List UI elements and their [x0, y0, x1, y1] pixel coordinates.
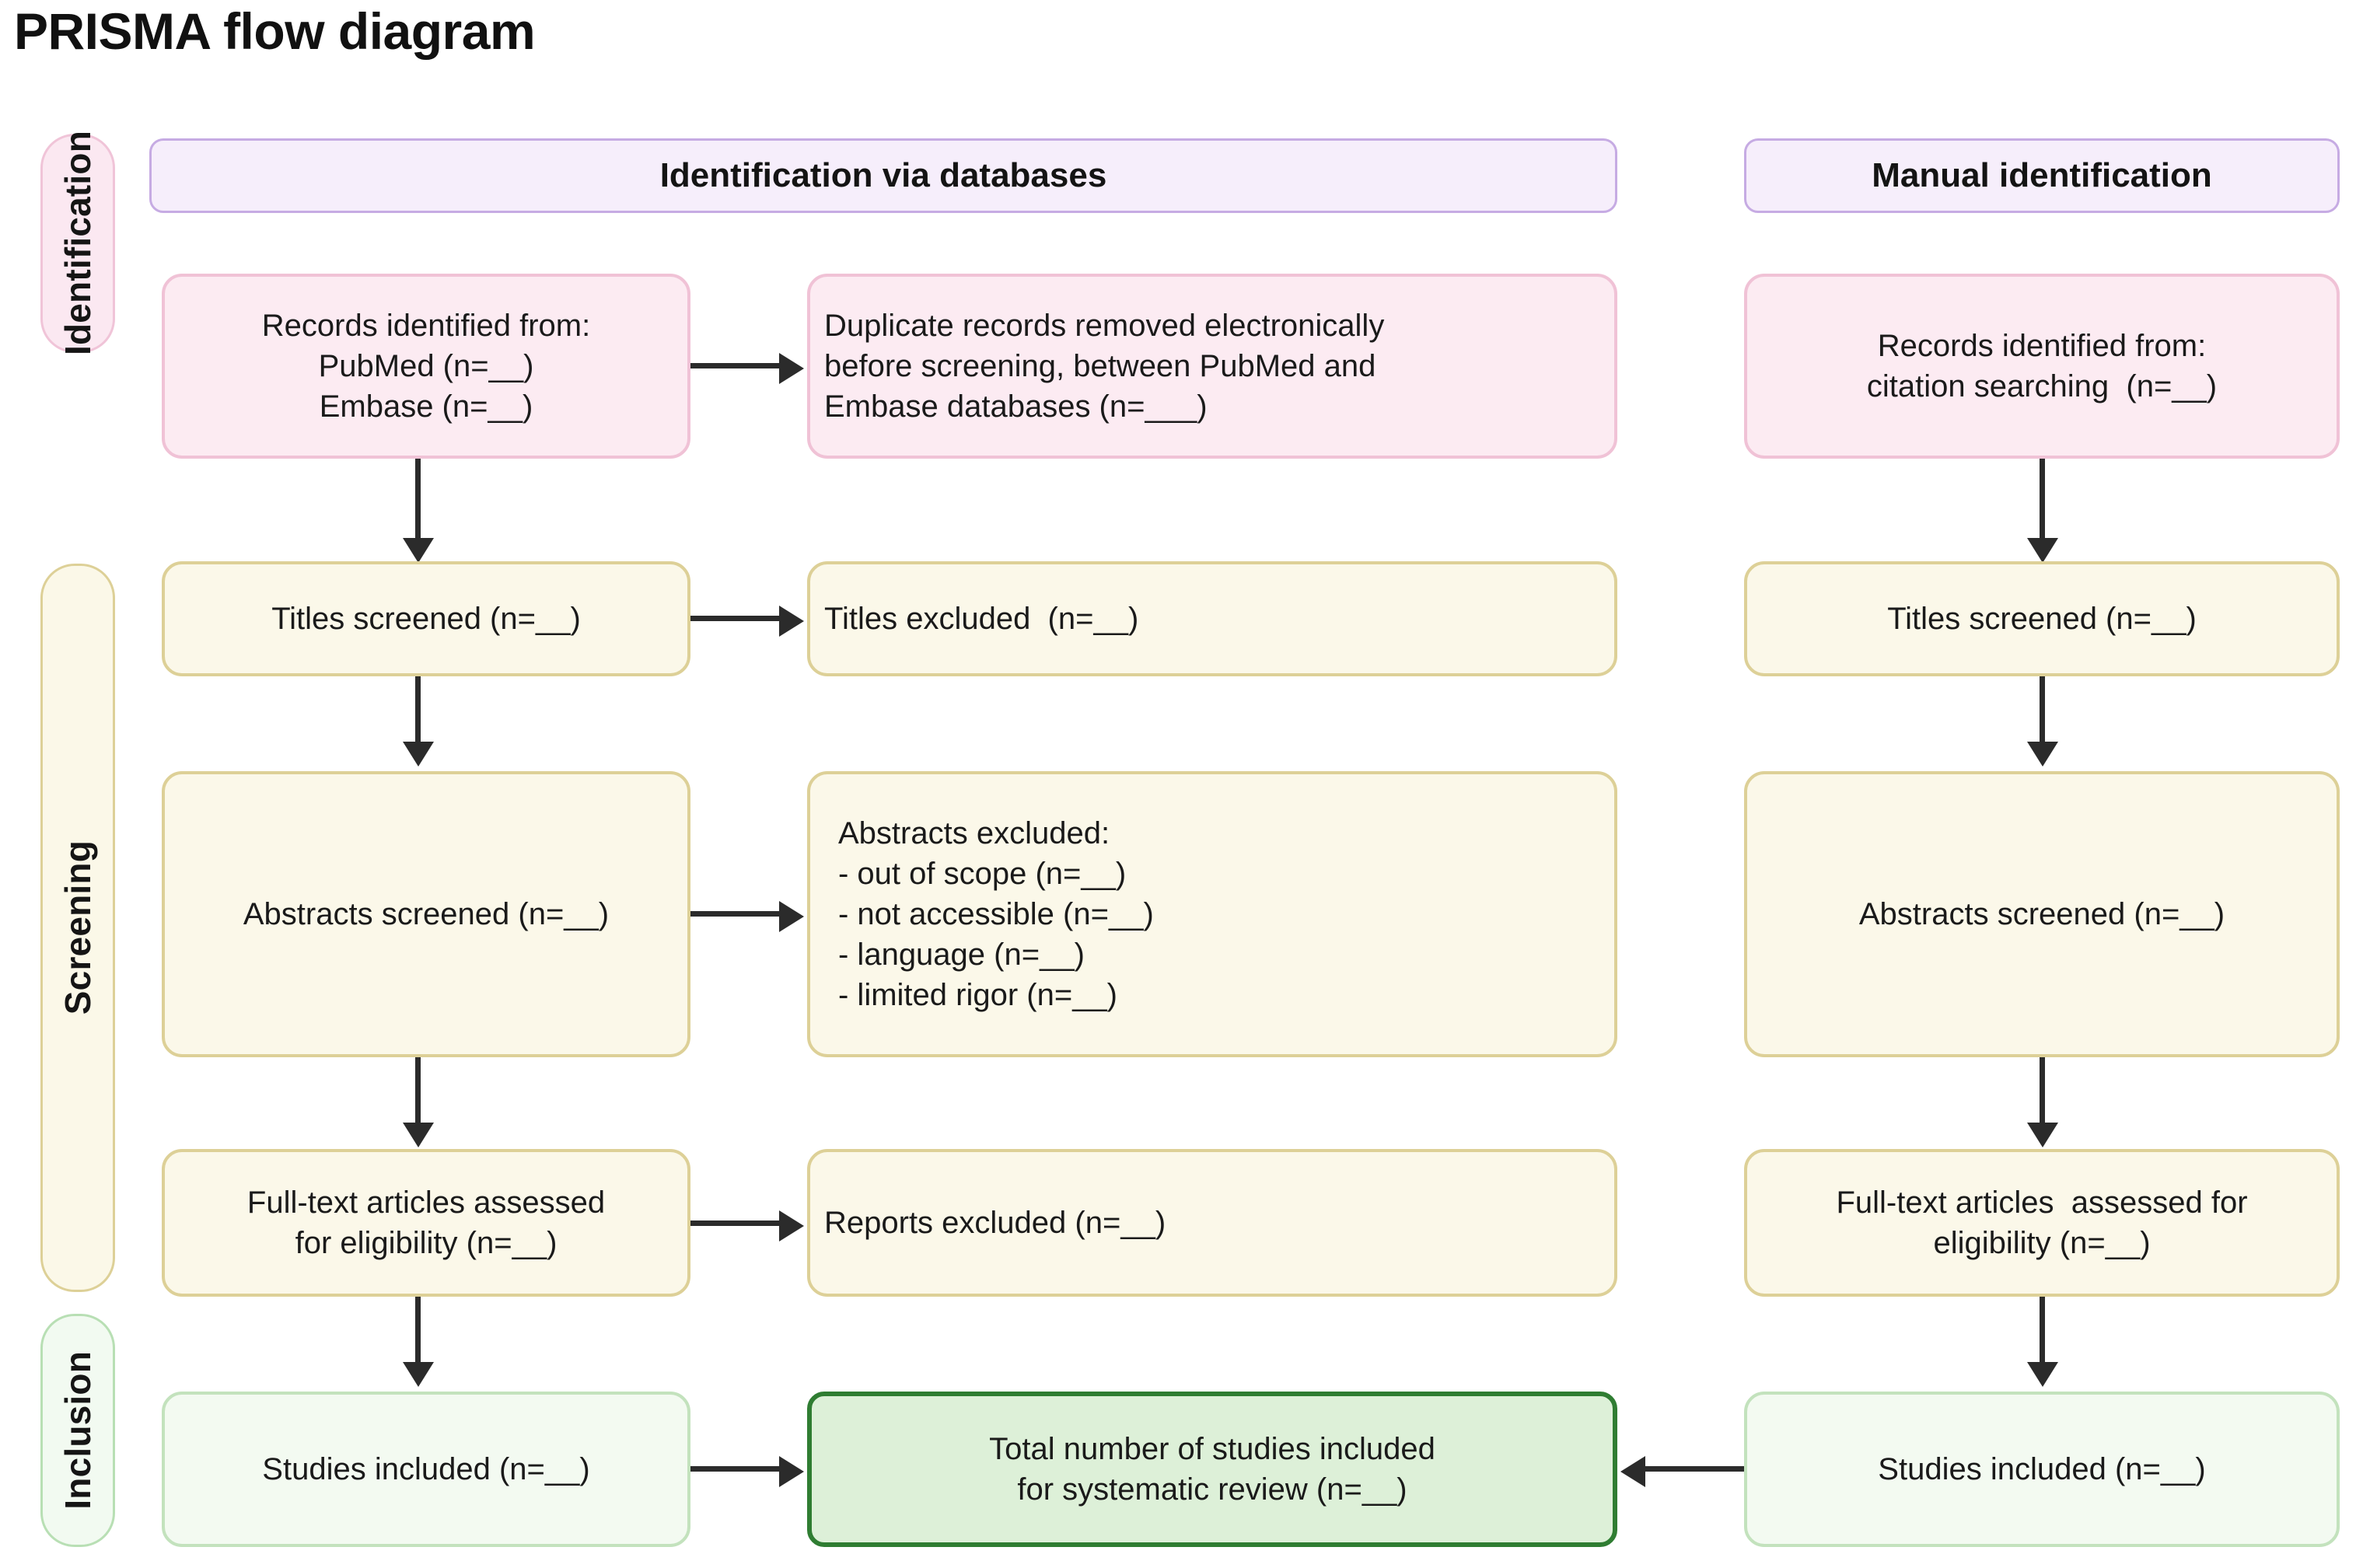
box-db-studies-included: Studies included (n=__): [162, 1392, 690, 1547]
db-fulltext-line-1: Full-text articles assessed: [246, 1186, 606, 1220]
duplicates-line-1: Duplicate records removed electronically: [824, 309, 1385, 343]
column-header-databases-label: Identification via databases: [659, 156, 1107, 194]
arrowhead-manual-titles-to-abstracts: [2027, 742, 2058, 767]
manual-abstracts-screened-label: Abstracts screened (n=__): [1858, 897, 2225, 931]
connector-db-titles-to-excluded: [690, 616, 782, 621]
db-records-line-1: Records identified from:: [261, 309, 591, 343]
column-header-manual-label: Manual identification: [1872, 156, 2212, 194]
db-studies-included-label: Studies included (n=__): [262, 1452, 590, 1486]
db-titles-excluded-label: Titles excluded (n=__): [824, 602, 1139, 636]
manual-titles-screened-label: Titles screened (n=__): [1887, 602, 2197, 636]
box-abstracts-excluded: Abstracts excluded: - out of scope (n=__…: [807, 771, 1617, 1057]
box-db-fulltext-assessed: Full-text articles assessed for eligibil…: [162, 1149, 690, 1297]
connector-manual-fulltext-to-included: [2040, 1297, 2045, 1368]
reports-excluded-label: Reports excluded (n=__): [824, 1206, 1166, 1240]
arrowhead-db-abstracts-to-excluded: [779, 901, 804, 932]
stage-pill-screening: Screening: [40, 564, 115, 1292]
arrowhead-db-included-to-total: [779, 1456, 804, 1487]
db-fulltext-line-2: for eligibility (n=__): [295, 1226, 558, 1260]
arrowhead-manual-records-to-titles: [2027, 538, 2058, 563]
box-manual-fulltext-assessed: Full-text articles assessed for eligibil…: [1744, 1149, 2340, 1297]
stage-label-inclusion: Inclusion: [58, 1351, 98, 1510]
total-included-line-1: Total number of studies included: [989, 1432, 1435, 1466]
db-records-line-2: PubMed (n=__): [318, 349, 534, 383]
arrowhead-manual-included-to-total: [1620, 1456, 1645, 1487]
box-total-studies-included: Total number of studies included for sys…: [807, 1392, 1617, 1547]
arrowhead-db-abstracts-to-fulltext: [403, 1123, 434, 1147]
db-abstracts-screened-label: Abstracts screened (n=__): [243, 897, 610, 931]
box-db-records-identified: Records identified from: PubMed (n=__) E…: [162, 274, 690, 459]
connector-manual-titles-to-abstracts: [2040, 676, 2045, 748]
box-duplicates-removed: Duplicate records removed electronically…: [807, 274, 1617, 459]
connector-db-fulltext-to-included: [415, 1297, 421, 1368]
manual-fulltext-line-1: Full-text articles assessed for: [1836, 1186, 2248, 1220]
manual-fulltext-line-2: eligibility (n=__): [1933, 1226, 2151, 1260]
connector-db-abstracts-to-excluded: [690, 911, 782, 917]
box-manual-titles-screened: Titles screened (n=__): [1744, 561, 2340, 676]
box-db-titles-excluded: Titles excluded (n=__): [807, 561, 1617, 676]
db-titles-screened-label: Titles screened (n=__): [271, 602, 581, 636]
abstracts-excluded-line-3: - not accessible (n=__): [838, 897, 1154, 931]
page-title: PRISMA flow diagram: [14, 2, 536, 60]
abstracts-excluded-line-4: - language (n=__): [838, 938, 1085, 972]
db-records-line-3: Embase (n=__): [319, 389, 533, 424]
arrowhead-db-fulltext-to-reports: [779, 1210, 804, 1241]
arrowhead-manual-fulltext-to-included: [2027, 1362, 2058, 1387]
manual-records-line-2: citation searching (n=__): [1866, 369, 2218, 403]
duplicates-line-2: before screening, between PubMed and: [824, 349, 1376, 383]
column-header-databases: Identification via databases: [149, 138, 1617, 213]
box-manual-abstracts-screened: Abstracts screened (n=__): [1744, 771, 2340, 1057]
arrowhead-db-records-to-titles: [403, 538, 434, 563]
arrowhead-db-titles-to-excluded: [779, 606, 804, 637]
duplicates-line-3: Embase databases (n=___): [824, 389, 1208, 424]
abstracts-excluded-line-2: - out of scope (n=__): [838, 857, 1127, 891]
abstracts-excluded-line-5: - limited rigor (n=__): [838, 978, 1118, 1012]
box-db-abstracts-screened: Abstracts screened (n=__): [162, 771, 690, 1057]
arrowhead-db-records-to-duplicates: [779, 353, 804, 384]
stage-label-screening: Screening: [58, 840, 98, 1015]
box-reports-excluded: Reports excluded (n=__): [807, 1149, 1617, 1297]
arrowhead-manual-abstracts-to-fulltext: [2027, 1123, 2058, 1147]
connector-db-records-to-duplicates: [690, 363, 782, 368]
connector-db-abstracts-to-fulltext: [415, 1057, 421, 1129]
connector-manual-records-to-titles: [2040, 459, 2045, 544]
arrowhead-db-fulltext-to-included: [403, 1362, 434, 1387]
connector-db-titles-to-abstracts: [415, 676, 421, 748]
stage-label-identification: Identification: [58, 131, 98, 356]
connector-manual-abstracts-to-fulltext: [2040, 1057, 2045, 1129]
connector-manual-included-to-total: [1645, 1466, 1744, 1472]
arrowhead-db-titles-to-abstracts: [403, 742, 434, 767]
connector-db-fulltext-to-reports: [690, 1221, 782, 1226]
manual-records-line-1: Records identified from:: [1877, 329, 2207, 363]
box-manual-studies-included: Studies included (n=__): [1744, 1392, 2340, 1547]
stage-pill-identification: Identification: [40, 131, 115, 356]
connector-db-records-to-titles: [415, 459, 421, 544]
abstracts-excluded-line-1: Abstracts excluded:: [838, 816, 1110, 850]
box-db-titles-screened: Titles screened (n=__): [162, 561, 690, 676]
box-manual-records-identified: Records identified from: citation search…: [1744, 274, 2340, 459]
stage-pill-inclusion: Inclusion: [40, 1314, 115, 1547]
column-header-manual: Manual identification: [1744, 138, 2340, 213]
manual-studies-included-label: Studies included (n=__): [1878, 1452, 2206, 1486]
total-included-line-2: for systematic review (n=__): [1017, 1472, 1407, 1507]
connector-db-included-to-total: [690, 1466, 782, 1472]
